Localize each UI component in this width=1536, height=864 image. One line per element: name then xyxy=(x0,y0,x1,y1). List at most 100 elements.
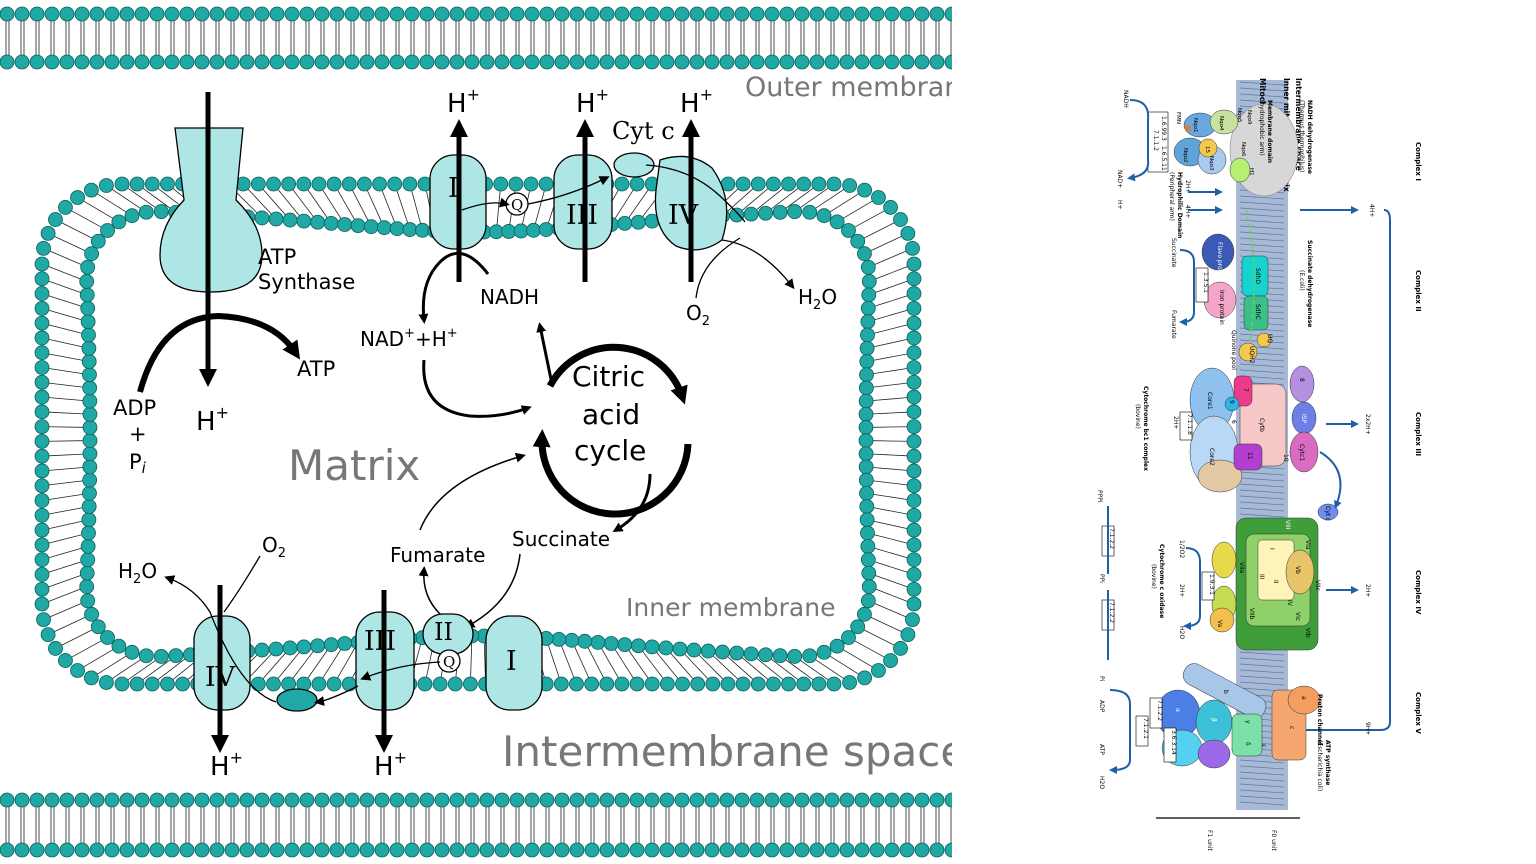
c4-o2: 1/2O2 xyxy=(1178,540,1185,558)
c4-viia: VIIa xyxy=(1238,562,1245,574)
c2-organism: (E.coli) xyxy=(1298,270,1305,291)
c2-title: Succinate dehydrogenase xyxy=(1306,240,1313,327)
c2-uqh2: UQH2 xyxy=(1248,346,1255,364)
c5-ec-box-1 xyxy=(1149,697,1163,729)
c4-viii: VIII xyxy=(1284,520,1291,530)
proton-bottom-iii: H+ xyxy=(374,748,407,782)
outer-membrane-label: Outer membrane xyxy=(745,72,952,103)
c3-2x2h: 2x2H+ xyxy=(1364,414,1371,435)
c2-fumarate: Fumarate xyxy=(1170,310,1177,339)
c5-ec-2: 7.1.2.1 xyxy=(1142,718,1149,739)
adp-label: ADP xyxy=(113,396,156,420)
matrix-label: Matrix xyxy=(288,441,420,490)
outer-membrane-top xyxy=(0,6,952,70)
water-arrow-top xyxy=(721,239,795,290)
c5-b: b xyxy=(1222,690,1229,694)
c1-ec-2: 1.6.5.11 xyxy=(1160,146,1167,171)
c4-i: I xyxy=(1268,548,1275,550)
c5-pppi: PPPi xyxy=(1096,490,1103,503)
c5-ec-1: 7.1.2.2 xyxy=(1156,700,1163,721)
c5-beta: β xyxy=(1210,718,1217,722)
c4-viic: VIIc xyxy=(1314,580,1321,591)
proton-atp-synthase: H+ xyxy=(196,403,229,437)
c1-nadh-arrow xyxy=(1127,99,1150,182)
c2-sdhd: SdhD xyxy=(1254,268,1261,284)
complex-i-bottom xyxy=(485,615,543,711)
q-top-label: Q xyxy=(511,196,523,214)
c5-ec-box-2 xyxy=(1135,715,1149,747)
c5-atp-arrow xyxy=(1109,689,1131,774)
c2-pool: Quinone pool xyxy=(1230,330,1237,370)
atp-synthase-label-1: ATP xyxy=(258,245,296,269)
nqo2-label: Nqo2 xyxy=(1182,148,1188,162)
complex-ii-title: Complex II xyxy=(1414,270,1422,312)
nqo6-label: Nqo6 xyxy=(1240,142,1246,157)
atp-synthase xyxy=(137,92,301,393)
nqo1-label: Nqo1 xyxy=(1192,118,1198,132)
c1-peripheral: (Peripheral arm) xyxy=(1168,172,1175,221)
succinate-label: Succinate xyxy=(512,527,610,551)
atp-synthase-label-2: Synthase xyxy=(258,270,355,294)
c1-4h-out: 4H+ xyxy=(1368,204,1375,217)
inner-membrane-label: Inner membrane xyxy=(626,593,835,622)
c4-viib: VIIb xyxy=(1248,608,1255,620)
c5-ppi-ec-2: 7.1.2.2 xyxy=(1108,602,1115,623)
c5-a: a xyxy=(1300,696,1307,700)
c3-core1: Core1 xyxy=(1206,392,1213,410)
proton-top-iv: H+ xyxy=(680,85,713,119)
citric-acid-cycle xyxy=(419,322,692,533)
complex-iii-r xyxy=(1189,365,1339,521)
c3-cytc: Cyt c xyxy=(1324,506,1331,521)
complex-iii-top-label: III xyxy=(566,200,598,231)
c3-title: Cytochrome bc1 complex xyxy=(1142,386,1149,471)
complex-iii-title: Complex III xyxy=(1414,412,1422,456)
nadh-oxidation-arrow xyxy=(418,252,490,324)
adp-plus-label: + xyxy=(129,422,147,446)
c4-vb: Vb xyxy=(1294,566,1301,574)
complex-i-top-label: I xyxy=(448,173,459,204)
nqo3-label: Nqo3 xyxy=(1208,156,1214,171)
c1-hydrophobic: (hydrophobic arm) xyxy=(1258,100,1265,156)
succinate-to-ii-arrow xyxy=(464,553,521,628)
nad-label: NAD++H+ xyxy=(360,326,458,351)
nadh-label: NADH xyxy=(480,285,539,309)
c3-ec: 7.1.1.8 xyxy=(1186,414,1193,435)
c5-f1: F1 unit xyxy=(1206,830,1213,851)
cyt-c-top xyxy=(613,152,655,178)
complex-iv-title: Complex IV xyxy=(1414,570,1422,615)
c3-cytc-arrow xyxy=(1319,451,1342,509)
c4-2h: 2H+ xyxy=(1178,584,1185,597)
complex-v-title: Complex V xyxy=(1414,692,1422,734)
c5-alpha: α xyxy=(1174,708,1181,712)
h2o-bottom-label: H2O xyxy=(118,559,157,587)
proton-top-iii: H+ xyxy=(576,85,609,119)
complex-ii-r xyxy=(1201,233,1272,362)
c3-8: 8 xyxy=(1298,378,1305,382)
c1-organism: (Thermus thermophilus) xyxy=(1298,100,1305,172)
c3-11: 11 xyxy=(1246,452,1253,460)
complex-iv-top-label: IV xyxy=(668,200,699,231)
c3-7: 7 xyxy=(1242,388,1249,392)
c1-nad: NAD+ xyxy=(1116,170,1123,188)
water-arrow-bottom xyxy=(164,575,277,703)
c3-10: 10 xyxy=(1282,454,1289,462)
c3-ec-box xyxy=(1179,411,1193,441)
atp-synthesis-arrow xyxy=(137,312,301,393)
c2-uq: UQ xyxy=(1266,334,1273,343)
c4-organism: (bovine) xyxy=(1150,564,1157,589)
c1-2h: 2H+ xyxy=(1184,180,1191,193)
c5-9h: 9H+ xyxy=(1364,722,1371,735)
c2-succinate: Succinate xyxy=(1170,238,1177,268)
c3-cytc1: Cytc1 xyxy=(1298,444,1305,461)
nqo5-label: Nqo5 xyxy=(1236,108,1242,123)
c5-ppi-ec-1: 7.1.2.2 xyxy=(1108,528,1115,549)
outer-membrane-bottom xyxy=(0,792,952,858)
c4-iv: IV xyxy=(1286,600,1293,607)
c4-h2o: H2O xyxy=(1178,626,1185,639)
c4-vic: VIc xyxy=(1294,612,1301,621)
c5-h2o: H2O xyxy=(1098,776,1105,789)
c5-delta: δ xyxy=(1244,742,1251,746)
proton-top-i: H+ xyxy=(447,85,480,119)
c3-2h: 2H+ xyxy=(1172,416,1179,429)
c3-organism: (bovine) xyxy=(1134,404,1141,429)
